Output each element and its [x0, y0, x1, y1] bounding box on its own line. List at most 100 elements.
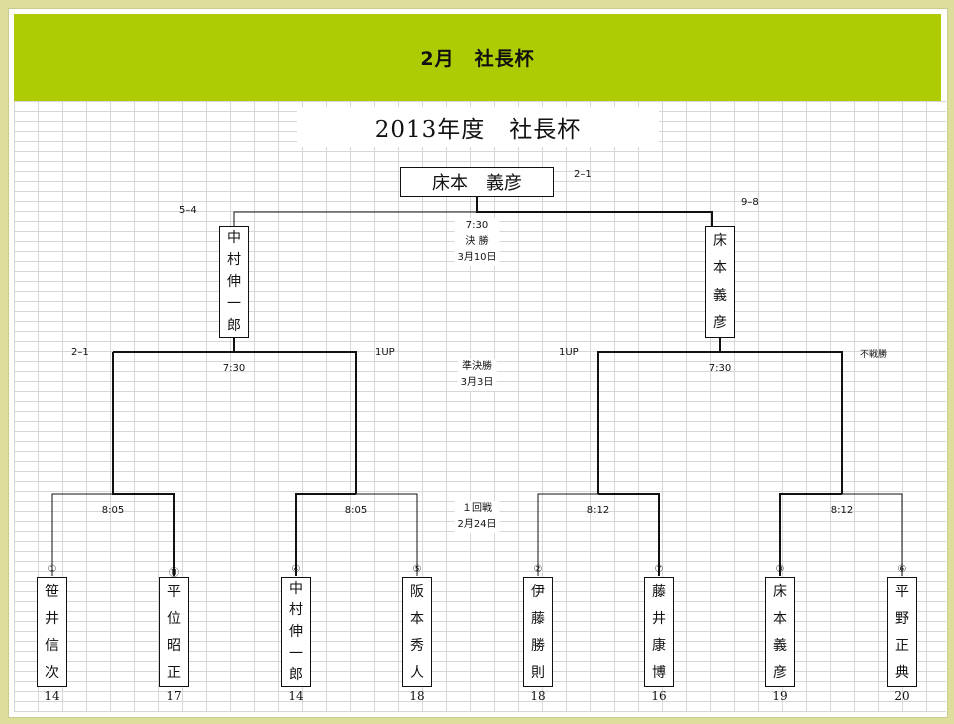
name-char: 伊 — [531, 583, 545, 600]
r1-m1-loser — [51, 493, 113, 576]
r1-m3-winner — [598, 493, 660, 576]
semifinal-date: 3月3日 — [460, 377, 494, 388]
name-char: 井 — [652, 610, 666, 627]
name-char: 昭 — [167, 637, 181, 654]
player-handicap: 16 — [651, 689, 667, 703]
final-time: 7:30 — [465, 220, 489, 231]
name-char: 信 — [45, 637, 59, 654]
name-char: 秀 — [410, 637, 424, 654]
player-name-box: 阪 本 秀 人 — [402, 577, 432, 687]
player-name-box: 伊 藤 勝 則 — [523, 577, 553, 687]
name-char: 伸 — [289, 623, 303, 640]
name-char: 位 — [167, 610, 181, 627]
sheet-title: 2013年度 社長杯 — [374, 117, 582, 143]
name-char: 一 — [289, 645, 303, 662]
r1-m3-time: 8:12 — [586, 505, 610, 516]
semi-left-line-winner — [113, 337, 235, 353]
page-title: 2月 社長杯 — [420, 48, 535, 70]
name-char: 郎 — [289, 667, 303, 684]
player-seed: ⑪ — [169, 568, 179, 579]
semifinal-label: 準決勝 — [461, 361, 492, 372]
champion-name: 床本 義彦 — [432, 173, 522, 194]
name-char: 村 — [227, 252, 241, 268]
name-char: 中 — [289, 580, 303, 597]
name-char: 正 — [895, 637, 909, 654]
name-char: 人 — [410, 664, 424, 681]
final-date: 3月10日 — [457, 252, 497, 263]
name-char: 勝 — [531, 637, 545, 654]
r1-m2-winner — [295, 493, 356, 576]
name-char: 中 — [227, 230, 241, 246]
bracket-lines — [51, 197, 903, 576]
player-name-box: 床 本 義 彦 — [765, 577, 795, 687]
name-char: 彦 — [713, 315, 727, 332]
player-handicap: 14 — [288, 689, 304, 703]
player-seed: ⑦ — [654, 564, 664, 575]
bracket-sheet: 2013年度 社長杯 床本 義彦 2–1 7:30 決 勝 3月10日 中 村 … — [14, 101, 946, 712]
first-round-date: 2月24日 — [457, 519, 497, 530]
header-bar: 2月 社長杯 — [14, 14, 941, 101]
player-name-box: 中 村 伸 一 郎 — [281, 577, 311, 687]
name-char: 義 — [773, 637, 787, 654]
semi-right-line-opponent — [597, 337, 721, 494]
player-handicap: 14 — [44, 689, 60, 703]
name-char: 野 — [895, 610, 909, 627]
name-char: 正 — [167, 664, 181, 681]
name-char: 村 — [289, 602, 303, 619]
player-handicap: 17 — [166, 689, 182, 703]
player-seed: ⑤ — [412, 564, 422, 575]
player-handicap: 18 — [409, 689, 425, 703]
name-char: 一 — [227, 296, 241, 312]
semi-right-line-winner — [720, 351, 843, 494]
r1-m1-score: 2–1 — [71, 347, 89, 358]
player-seed: ① — [47, 564, 57, 575]
player-seed: ④ — [291, 564, 301, 575]
page-frame: 2月 社長杯 — [8, 8, 948, 718]
semi-left-winner-box: 中 村 伸 一 郎 — [219, 226, 249, 338]
r1-m2-score: 1UP — [375, 347, 395, 358]
semi-right-time: 7:30 — [708, 363, 732, 374]
player-name-box: 平 位 昭 正 — [159, 577, 189, 687]
name-char: 床 — [713, 232, 727, 249]
player-handicap: 19 — [772, 689, 788, 703]
name-char: 義 — [713, 287, 727, 304]
player-handicap: 18 — [530, 689, 546, 703]
semi-left-score: 5–4 — [179, 205, 197, 216]
r1-m4-time: 8:12 — [830, 505, 854, 516]
r1-m1-time: 8:05 — [101, 505, 125, 516]
name-char: 阪 — [410, 583, 424, 600]
r1-m3-score: 1UP — [559, 347, 579, 358]
first-round-label: １回戦 — [462, 503, 492, 514]
player-seed: ⑥ — [897, 564, 907, 575]
player-name-box: 平 野 正 典 — [887, 577, 917, 687]
semi-left-line-opponent — [234, 351, 357, 494]
name-char: 平 — [167, 583, 181, 600]
champion-score: 2–1 — [574, 169, 592, 180]
name-char: 藤 — [531, 610, 545, 627]
r1-m2-loser — [356, 493, 418, 576]
name-char: 康 — [652, 637, 666, 654]
name-char: 博 — [652, 664, 666, 681]
r1-m4-winner — [779, 493, 842, 576]
final-labels: 7:30 決 勝 3月10日 — [454, 218, 500, 266]
r1-m1-winner — [112, 487, 175, 576]
name-char: 床 — [773, 583, 787, 600]
semi-right-winner-box: 床 本 義 彦 — [705, 226, 735, 338]
final-line-loser — [233, 211, 477, 226]
r1-m4-loser — [842, 493, 903, 576]
name-char: 藤 — [652, 583, 666, 600]
r1-m4-score: 不戦勝 — [860, 350, 888, 360]
semifinal-labels: 準決勝 3月3日 — [457, 359, 497, 391]
name-char: 本 — [410, 610, 424, 627]
first-round-labels: １回戦 2月24日 — [454, 501, 500, 533]
player-seed: ② — [533, 564, 543, 575]
player-name-box: 笹 井 信 次 — [37, 577, 67, 687]
champion-box: 床本 義彦 — [400, 167, 554, 197]
player-handicap: 20 — [894, 689, 910, 703]
r1-m3-loser — [537, 493, 598, 576]
semi-right-score: 9–8 — [741, 197, 759, 208]
semi-left-time: 7:30 — [222, 363, 246, 374]
name-char: 井 — [45, 610, 59, 627]
name-char: 平 — [895, 583, 909, 600]
r1-m2-time: 8:05 — [344, 505, 368, 516]
